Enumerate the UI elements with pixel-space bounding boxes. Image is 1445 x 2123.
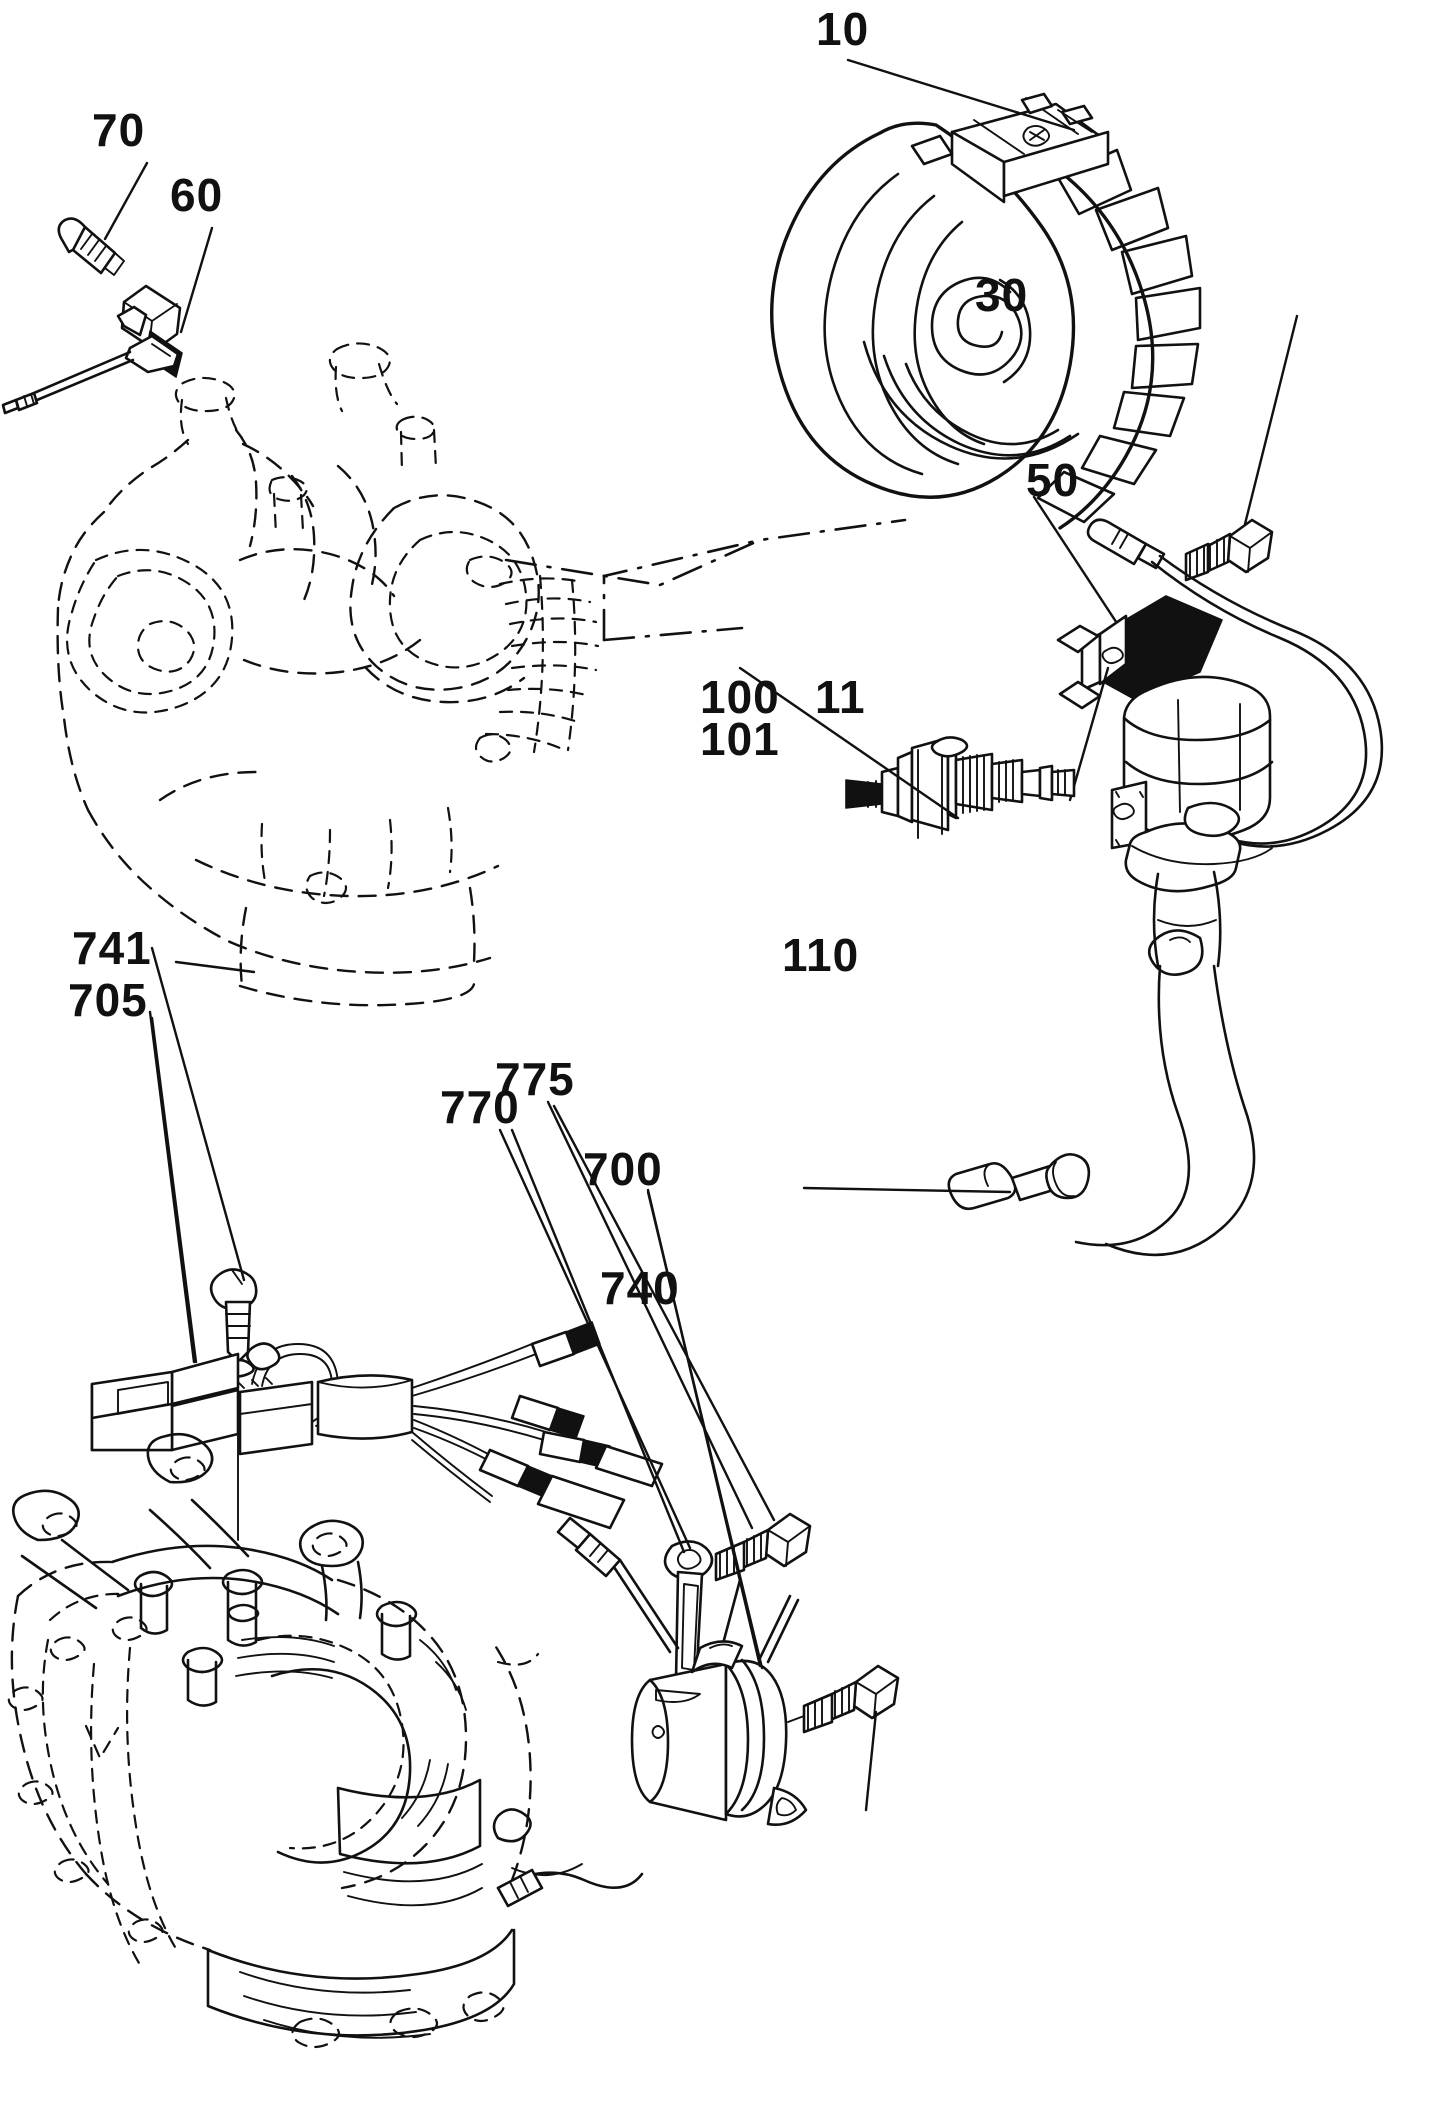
leader-70 (103, 161, 149, 241)
part-11-ignition-coil (1056, 595, 1274, 1257)
leader-10 (846, 58, 1076, 132)
callout-770: 770 (440, 1081, 520, 1133)
callout-60: 60 (170, 169, 224, 221)
leader-741 (150, 946, 246, 1282)
callout-100: 100 (700, 671, 780, 723)
leader-740 (864, 1710, 878, 1812)
callout-11: 11 (815, 671, 866, 723)
part-741-screw (209, 1268, 258, 1541)
part-10-flywheel (770, 92, 1202, 530)
upper-engine-block (56, 342, 600, 1007)
callout-775: 775 (495, 1053, 575, 1105)
assembly-center-lines (504, 518, 907, 642)
part-100-spark-plug (845, 736, 1076, 839)
callout-741: 741 (72, 922, 152, 974)
callout-110: 110 (782, 929, 860, 981)
part-110-spark-plug-cap (947, 1153, 1091, 1211)
lower-engine-block (7, 1432, 644, 2049)
callout-101: 101 (700, 713, 780, 765)
leader-110 (802, 1186, 1012, 1194)
part-770-stay (556, 1516, 714, 1686)
callout-10: 10 (816, 3, 870, 55)
callout-740: 740 (600, 1262, 680, 1314)
callout-705: 705 (68, 974, 148, 1026)
callout-50: 50 (1026, 454, 1080, 506)
part-70-screw (57, 217, 125, 276)
callout-700: 700 (583, 1143, 663, 1195)
callout-70: 70 (92, 104, 146, 156)
leader-705b (148, 1010, 196, 1364)
callout-30: 30 (975, 269, 1029, 321)
leader-11 (1068, 666, 1110, 802)
leader-30 (1243, 314, 1299, 526)
part-30-bolt (1184, 518, 1274, 582)
leader-100 (738, 666, 960, 820)
part-740-bolt (787, 1664, 900, 1734)
part-705-wire-harness (90, 1321, 664, 1530)
leader-60 (179, 226, 214, 334)
part-60-stop-switch (1, 284, 183, 415)
part-50-lead-wire (1086, 518, 1384, 976)
